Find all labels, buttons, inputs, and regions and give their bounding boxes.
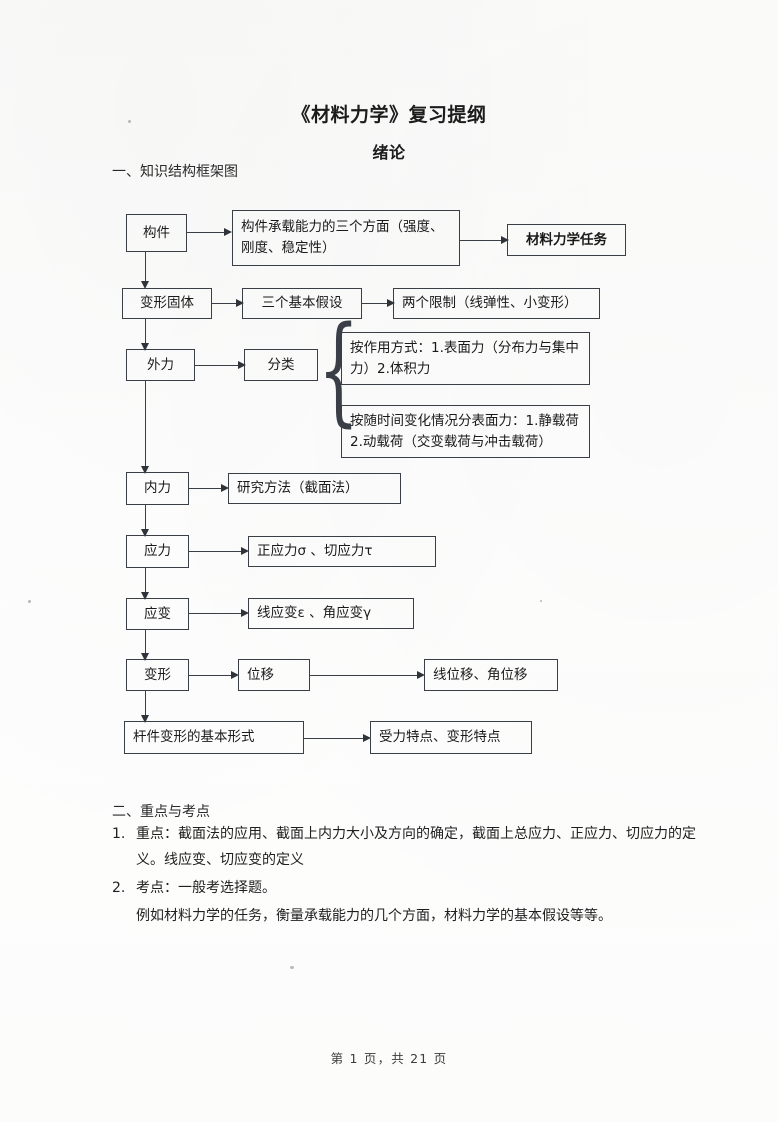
list-item-number: 2.	[112, 879, 126, 896]
arrowhead-icon	[141, 466, 149, 474]
keypoints-list: 1. 重点：截面法的应用、截面上内力大小及方向的确定，截面上总应力、正应力、切应…	[112, 822, 712, 930]
connector-guti-jiashe	[212, 303, 237, 305]
node-fenlei: 分类	[244, 349, 318, 381]
list-item-text: 重点：截面法的应用、截面上内力大小及方向的确定，截面上总应力、正应力、切应力的定…	[136, 826, 696, 868]
connector-weiyi-def	[310, 675, 418, 677]
knowledge-structure-diagram: 构件 构件承载能力的三个方面（强度、刚度、稳定性） 材料力学任务 变形固体 三个…	[122, 210, 626, 754]
connector-neili-yingli	[145, 505, 147, 532]
node-fenlei-by-action: 按作用方式：1.表面力（分布力与集中力）2.体积力	[341, 332, 590, 385]
node-jiashe: 三个基本假设	[242, 288, 362, 319]
node-weiyi-definition: 线位移、角位移	[424, 659, 558, 691]
arrowhead-icon	[221, 484, 229, 492]
arrowhead-icon	[241, 609, 249, 617]
connector-goujian-bianxingguti	[145, 252, 147, 284]
connector-neili-yanjiu	[189, 488, 222, 490]
arrowhead-icon	[236, 299, 244, 307]
arrowhead-icon	[141, 715, 149, 723]
connector-goujian-chengzai	[187, 232, 225, 234]
node-bianxing: 变形	[126, 659, 189, 691]
node-bianxing-guti: 变形固体	[122, 288, 212, 319]
connector-guti-waili	[145, 319, 147, 346]
node-xianzhi: 两个限制（线弹性、小变形）	[393, 288, 600, 319]
connector-waili-neili	[145, 381, 147, 469]
document-title: 《材料力学》复习提纲	[291, 104, 487, 126]
arrowhead-icon	[141, 529, 149, 537]
arrowhead-icon	[387, 299, 395, 307]
node-tedian: 受力特点、变形特点	[370, 721, 532, 754]
connector-ganjian-tedian	[304, 738, 364, 740]
list-item: 1. 重点：截面法的应用、截面上内力大小及方向的确定，截面上总应力、正应力、切应…	[112, 822, 712, 874]
arrowhead-icon	[417, 671, 425, 679]
arrowhead-icon	[238, 361, 246, 369]
node-renwu: 材料力学任务	[507, 224, 626, 256]
list-item-number: 1.	[112, 826, 126, 842]
node-neili: 内力	[126, 472, 189, 505]
node-yanjiu-fangfa: 研究方法（截面法）	[228, 473, 401, 504]
arrowhead-icon	[241, 547, 249, 555]
arrowhead-icon	[141, 343, 149, 351]
node-yingli-definition: 正应力σ 、切应力τ	[248, 536, 436, 567]
node-ganjian-forms: 杆件变形的基本形式	[124, 721, 304, 754]
connector-bianxing-ganjian	[145, 691, 147, 718]
node-goujian: 构件	[126, 214, 187, 252]
connector-yingbian-bianxing	[145, 630, 147, 656]
connector-bianxing-weiyi	[189, 675, 232, 677]
arrowhead-icon	[224, 228, 232, 236]
scan-speck	[28, 600, 31, 603]
connector-yingli-def	[189, 551, 242, 553]
connector-yingbian-def	[189, 613, 242, 615]
scan-speck	[290, 966, 294, 969]
page-footer: 第 1 页，共 21 页	[330, 1051, 448, 1066]
arrowhead-icon	[231, 671, 239, 679]
arrowhead-icon	[363, 734, 371, 742]
list-item: 2. 考点：一般考选择题。	[112, 876, 712, 902]
node-fenlei-by-time: 按随时间变化情况分表面力：1.静载荷 2.动载荷（交变载荷与冲击载荷）	[341, 405, 590, 458]
connector-yingli-yingbian	[145, 568, 147, 595]
node-waili: 外力	[126, 349, 195, 381]
connector-waili-fenlei	[195, 365, 239, 367]
arrowhead-icon	[141, 592, 149, 600]
section-heading-structure: 一、知识结构框架图	[112, 164, 238, 180]
node-chengzai: 构件承载能力的三个方面（强度、刚度、稳定性）	[232, 210, 460, 266]
connector-jiashe-xianzhi	[362, 303, 388, 305]
connector-chengzai-renwu	[460, 240, 503, 242]
document-subtitle: 绪论	[372, 143, 406, 162]
node-yingli: 应力	[126, 535, 189, 568]
brace-icon: {	[318, 300, 360, 438]
scan-speck	[128, 120, 131, 123]
arrowhead-icon	[141, 653, 149, 661]
node-yingbian: 应变	[126, 598, 189, 630]
scan-speck	[540, 600, 542, 602]
node-weiyi: 位移	[238, 659, 310, 691]
arrowhead-icon	[141, 281, 149, 289]
arrowhead-icon	[501, 236, 509, 244]
list-item-subtext: 例如材料力学的任务，衡量承载能力的几个方面，材料力学的基本假设等等。	[136, 907, 612, 924]
list-item-text: 考点：一般考选择题。	[136, 879, 276, 896]
node-yingbian-definition: 线应变ε 、角应变γ	[248, 598, 414, 629]
section-heading-keypoints: 二、重点与考点	[112, 804, 210, 820]
